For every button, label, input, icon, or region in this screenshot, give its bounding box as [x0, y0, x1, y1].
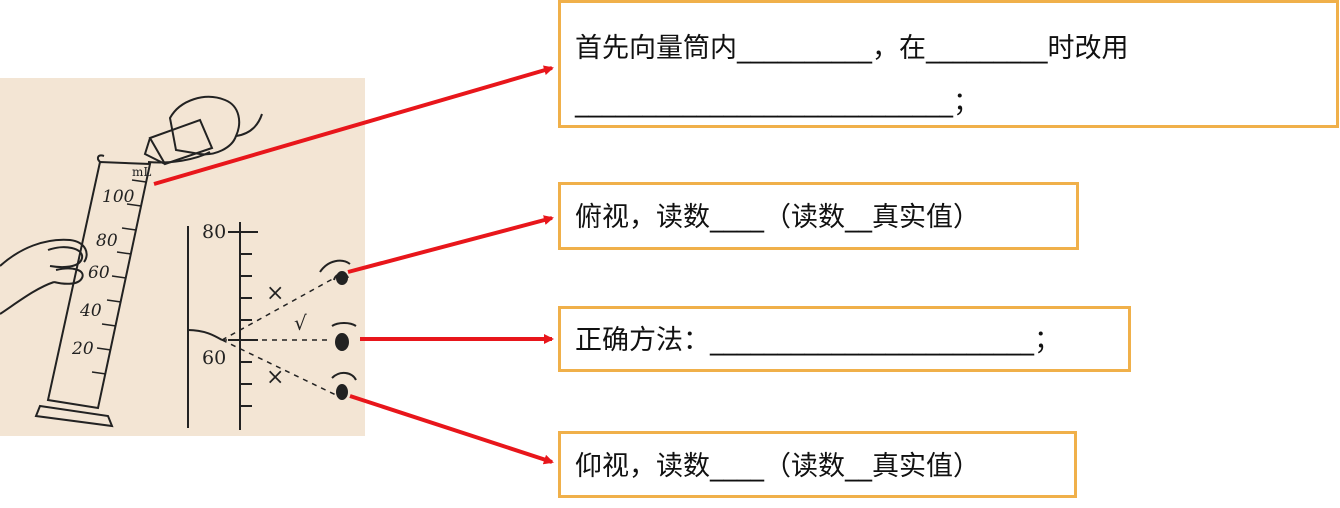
- holding-hand-icon: [0, 238, 88, 315]
- cylinder-tick-label: 100: [102, 187, 135, 207]
- look-down-box: 俯视，读数____（读数__真实值）: [558, 182, 1079, 250]
- arrow-look-up: [349, 394, 554, 465]
- pouring-hand-icon: [143, 95, 263, 166]
- cylinder-unit-label: mL: [132, 165, 151, 179]
- ruler-tick-label: 60: [202, 347, 226, 369]
- arrow-look-down: [347, 215, 554, 274]
- eye-bottom-icon: [331, 372, 357, 400]
- cylinder-tick-label: 80: [96, 231, 118, 251]
- eye-middle-icon: [331, 322, 357, 351]
- right-mark: √: [294, 311, 307, 335]
- wrong-mark: ×: [266, 281, 284, 306]
- cylinder-tick-label: 60: [88, 263, 110, 283]
- look-down-text: 俯视，读数____（读数__真实值）: [575, 202, 980, 233]
- look-up-box: 仰视，读数____（读数__真实值）: [558, 431, 1077, 498]
- look-up-text: 仰视，读数____（读数__真实值）: [575, 451, 980, 482]
- ruler-tick-label: 80: [202, 221, 226, 243]
- pour-instruction-box: 首先向量筒内__________，在_________时改用 _________…: [558, 0, 1339, 128]
- cylinder-tick-label: 20: [71, 339, 94, 359]
- graduated-cylinder-icon: [34, 154, 152, 428]
- cylinder-scale: [91, 179, 147, 375]
- pour-line-1: 首先向量筒内__________，在_________时改用: [575, 33, 1129, 64]
- correct-method-text: 正确方法：________________________；: [575, 325, 1061, 356]
- cylinder-tick-label: 40: [79, 301, 102, 321]
- eye-top-icon: [319, 259, 351, 285]
- pour-line-2: ____________________________；: [575, 87, 980, 118]
- sight-lines: [221, 275, 339, 397]
- arrow-pour: [153, 65, 554, 186]
- wrong-mark: ×: [266, 365, 284, 390]
- correct-method-box: 正确方法：________________________；: [558, 306, 1131, 372]
- cylinder-illustration: mL 100 80 60 40 20 80 60: [0, 78, 365, 436]
